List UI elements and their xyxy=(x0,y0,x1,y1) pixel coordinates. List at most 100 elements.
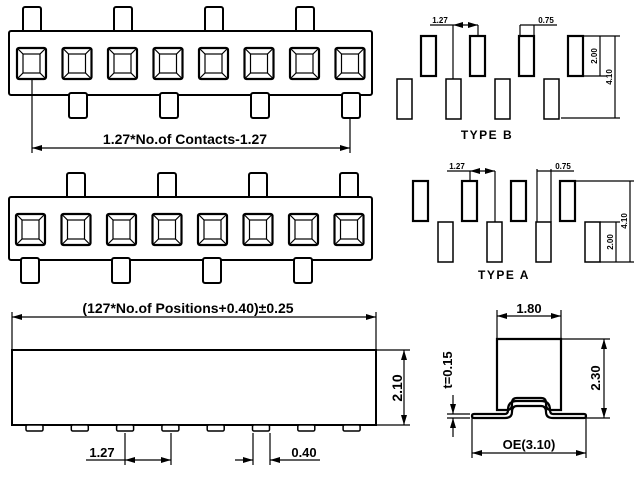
pad-top-row xyxy=(566,34,585,78)
contact-outer xyxy=(287,212,320,247)
contact-inner xyxy=(157,219,177,240)
contact-opening xyxy=(60,212,92,247)
top-pin xyxy=(295,6,315,34)
contact-bevel xyxy=(267,72,274,80)
contact-inner xyxy=(66,219,86,240)
pad-width-label: 0.75 xyxy=(538,16,554,25)
contact-bevel xyxy=(16,47,24,55)
side-pin xyxy=(297,424,316,432)
contact-outer xyxy=(242,212,274,247)
contact-inner xyxy=(339,219,359,240)
bottom-pin xyxy=(111,257,131,284)
pad-bottom-row xyxy=(543,78,560,120)
contact-bevel xyxy=(129,213,137,221)
contact-inner xyxy=(22,53,41,74)
contact-bevel xyxy=(129,238,137,246)
pad-bottom-row xyxy=(494,78,511,120)
contact-bevel xyxy=(175,213,182,221)
contact-inner xyxy=(67,53,87,74)
contact-bevel xyxy=(312,47,320,55)
contact-bevel xyxy=(198,72,206,80)
contact-opening xyxy=(334,46,366,81)
pad-top-row xyxy=(468,34,487,78)
top-pin xyxy=(157,172,177,200)
contact-outer xyxy=(243,46,275,81)
contact-bevel xyxy=(38,238,46,246)
pad-bottom-row xyxy=(486,221,503,263)
bottom-pin xyxy=(68,92,88,119)
contact-lead xyxy=(470,399,588,420)
contact-outer xyxy=(61,46,93,81)
contact-inner xyxy=(204,53,223,74)
contact-bevel xyxy=(289,72,297,80)
contact-bevel xyxy=(84,238,91,246)
top-view-type-a xyxy=(8,172,373,284)
top-pins xyxy=(22,6,315,34)
contact-opening xyxy=(243,46,275,81)
contact-outer xyxy=(288,46,321,81)
contact-opening xyxy=(333,212,365,247)
footprint-type-b: 1.27 0.75 2.00 4.10 TYPE B xyxy=(396,16,620,142)
side-pin xyxy=(342,424,361,432)
contact-bevel xyxy=(335,47,342,55)
pads xyxy=(411,179,601,263)
contact-bevel xyxy=(152,238,159,246)
pad-height-label: 2.00 xyxy=(590,48,599,64)
top-pin xyxy=(66,172,86,200)
contact-bevel xyxy=(357,238,364,246)
pin-width-label: 0.40 xyxy=(291,445,316,460)
bottom-pin xyxy=(293,257,313,284)
housing-profile xyxy=(495,337,563,412)
contact-bevel xyxy=(130,72,138,80)
contact-bevel xyxy=(267,47,274,55)
contact-openings xyxy=(14,212,365,247)
contact-bevel xyxy=(84,213,91,221)
pad-height-label: 2.00 xyxy=(606,234,615,250)
contact-bevel xyxy=(221,72,229,80)
contact-bevel xyxy=(198,47,206,55)
contact-bevel xyxy=(312,72,320,80)
pad-top-row xyxy=(419,34,438,78)
contact-inner xyxy=(248,219,268,240)
contact-bevel xyxy=(106,213,114,221)
contact-bevel xyxy=(289,47,297,55)
contact-bevel xyxy=(175,238,182,246)
top-pin xyxy=(339,172,359,200)
pads xyxy=(396,34,585,120)
contact-bevel xyxy=(243,213,250,221)
pitch-label: 1.27 xyxy=(449,162,465,171)
pad-bottom-row xyxy=(396,78,413,120)
pad-top-row xyxy=(517,34,536,78)
contact-opening xyxy=(196,212,229,247)
contact-outer xyxy=(151,212,183,247)
contact-bevel xyxy=(38,213,46,221)
profile-view: 1.80 2.30 t=0.15 OE(3.10) xyxy=(440,301,610,458)
contact-bevel xyxy=(244,72,251,80)
thickness-label: t=0.15 xyxy=(440,351,455,388)
bottom-pin xyxy=(250,92,270,119)
contact-bevel xyxy=(61,238,68,246)
contact-inner xyxy=(203,219,222,240)
contact-bevel xyxy=(39,47,47,55)
contact-opening xyxy=(151,212,183,247)
bottom-pin xyxy=(202,257,222,284)
overall-label: OE(3.10) xyxy=(503,437,556,452)
contact-bevel xyxy=(197,213,205,221)
footprint-type-a: 1.27 0.75 2.00 4.10 TYPE A xyxy=(411,162,634,282)
contact-bevel xyxy=(357,213,364,221)
bottom-pins xyxy=(68,92,361,119)
contact-outer xyxy=(334,46,366,81)
top-pin xyxy=(204,6,224,34)
contact-bevel xyxy=(311,238,319,246)
pitch-label: 1.27 xyxy=(89,445,114,460)
contact-bevel xyxy=(288,213,296,221)
contact-outer xyxy=(14,212,47,247)
top-pin xyxy=(22,6,42,34)
contact-bevel xyxy=(176,47,183,55)
contact-bevel xyxy=(85,72,92,80)
side-pin xyxy=(25,424,44,432)
contact-inner xyxy=(112,219,131,240)
total-height-label: 4.10 xyxy=(605,69,614,85)
contact-bevel xyxy=(39,72,47,80)
